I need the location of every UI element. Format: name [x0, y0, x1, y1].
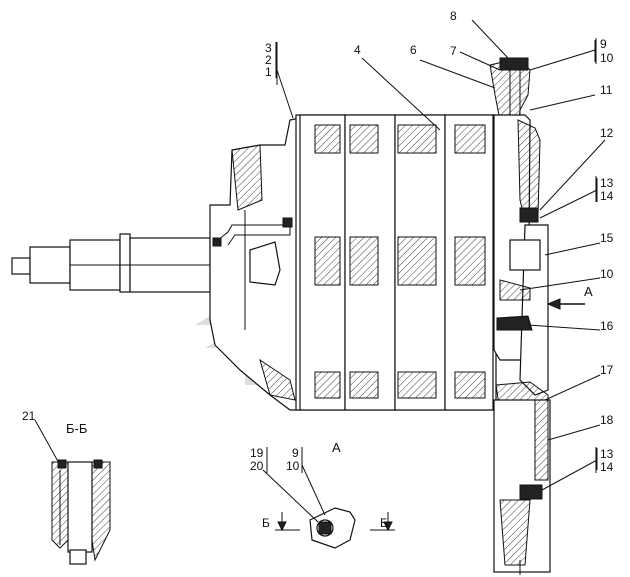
- section-bb-title: Б-Б: [66, 421, 87, 436]
- callout-20: 20: [250, 459, 264, 473]
- callout-1: 1: [265, 65, 272, 79]
- view-a-arrow-label: А: [584, 284, 593, 299]
- callout-13-bottom: 13: [600, 447, 614, 461]
- leader-lines: [276, 19, 606, 491]
- plate-column-4: [444, 114, 494, 411]
- section-bb-detail: [34, 419, 111, 565]
- callout-6: 6: [410, 43, 417, 57]
- view-a-arrow: А: [546, 284, 593, 310]
- clutch-pack: [295, 114, 497, 411]
- callout-14-top: 14: [600, 189, 614, 203]
- callout-7: 7: [450, 44, 457, 58]
- front-flange: [209, 117, 301, 411]
- input-shaft: [11, 233, 211, 293]
- callout-19: 19: [250, 446, 264, 460]
- callout-2: 2: [265, 53, 272, 67]
- callout-brackets: [266, 38, 597, 473]
- view-a-detail: [262, 464, 395, 549]
- callout-9-top: 9: [600, 37, 607, 51]
- callout-3: 3: [265, 41, 272, 55]
- callout-9-bottom: 9: [292, 446, 299, 460]
- callout-labels: 3 2 1 4 6 7 8 9 10 11 12 13 14 15 10 16 …: [22, 9, 614, 474]
- plate-column-3: [394, 114, 446, 411]
- view-a-title: А: [332, 440, 341, 455]
- plate-column-1: [299, 114, 346, 411]
- cut-label-left: Б: [262, 516, 270, 530]
- callout-8: 8: [450, 9, 457, 23]
- plate-column-2: [344, 114, 396, 411]
- callout-13-top: 13: [600, 176, 614, 190]
- callout-21: 21: [22, 409, 36, 423]
- callout-10-top: 10: [600, 51, 614, 65]
- callout-10-mid: 10: [600, 267, 614, 281]
- callout-12: 12: [600, 126, 614, 140]
- cut-label-right: Б: [380, 516, 388, 530]
- callout-14-bottom: 14: [600, 460, 614, 474]
- callout-17: 17: [600, 363, 614, 377]
- callout-11: 11: [600, 83, 613, 97]
- callout-4: 4: [354, 43, 361, 57]
- rear-housing: [489, 57, 551, 575]
- callout-18: 18: [600, 413, 614, 427]
- callout-10-bottom: 10: [286, 459, 300, 473]
- callout-15: 15: [600, 231, 614, 245]
- callout-16: 16: [600, 319, 614, 333]
